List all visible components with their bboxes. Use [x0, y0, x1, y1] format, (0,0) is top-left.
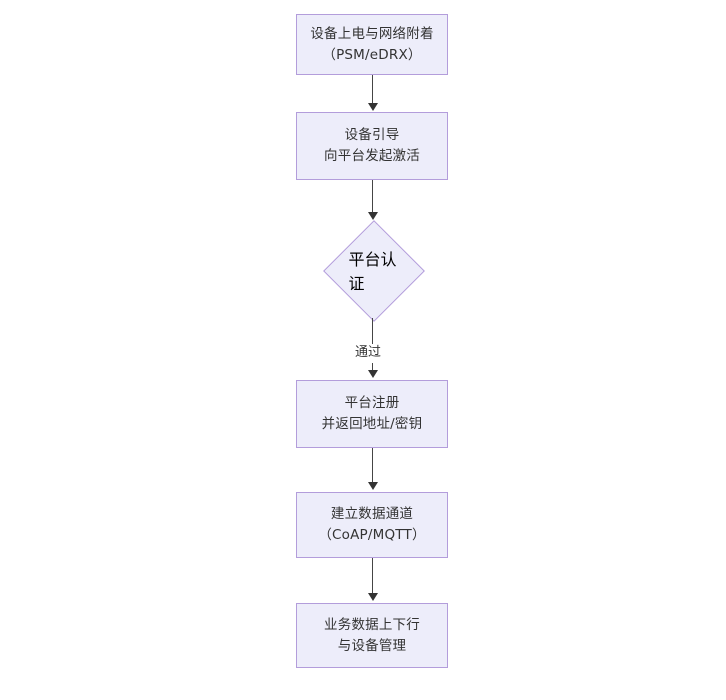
flow-arrowhead-bootstrap: [367, 103, 378, 111]
flow-connector-register-to-channel: [372, 448, 373, 484]
flow-node-bootstrap-line-2: 向平台发起激活: [324, 148, 420, 164]
flow-node-data-channel-line-1: 建立数据通道: [330, 506, 414, 523]
flow-node-bootstrap[interactable]: 设备引导 向平台发起激活: [296, 112, 448, 180]
flow-node-platform-register-line-1: 平台注册: [344, 395, 400, 412]
flow-connector-power-on-to-bootstrap: [372, 75, 373, 105]
flow-arrowhead-service-data: [367, 593, 378, 601]
flow-node-data-channel[interactable]: 建立数据通道 （CoAP/MQTT）: [296, 492, 448, 558]
flow-node-service-data[interactable]: 业务数据上下行 与设备管理: [296, 603, 448, 668]
flow-arrowhead-platform-register: [367, 370, 378, 378]
flow-node-platform-auth-wrapper: 平台认证: [323, 220, 425, 322]
flow-node-platform-auth-label: 平台认证: [348, 250, 397, 293]
flow-connector-channel-to-service: [372, 558, 373, 595]
flow-node-service-data-line-2: 与设备管理: [337, 637, 407, 654]
flow-node-bootstrap-line-1: 设备引导: [344, 127, 400, 144]
flow-node-power-on-line-2: （PSM/eDRX）: [322, 46, 422, 63]
flow-arrowhead-platform-auth: [367, 212, 378, 220]
flow-edge-label-pass: 通过: [352, 344, 385, 363]
flow-node-power-on[interactable]: 设备上电与网络附着 （PSM/eDRX）: [296, 14, 448, 75]
flow-node-power-on-line-1: 设备上电与网络附着: [310, 25, 434, 42]
flow-connector-bootstrap-to-auth: [372, 180, 373, 214]
flow-arrowhead-data-channel: [367, 482, 378, 490]
flow-node-platform-register[interactable]: 平台注册 并返回地址/密钥: [296, 380, 448, 448]
flow-node-service-data-line-1: 业务数据上下行: [324, 616, 420, 633]
flow-node-platform-register-line-2: 并返回地址/密钥: [321, 416, 423, 432]
flow-node-data-channel-line-2: （CoAP/MQTT）: [318, 527, 426, 543]
